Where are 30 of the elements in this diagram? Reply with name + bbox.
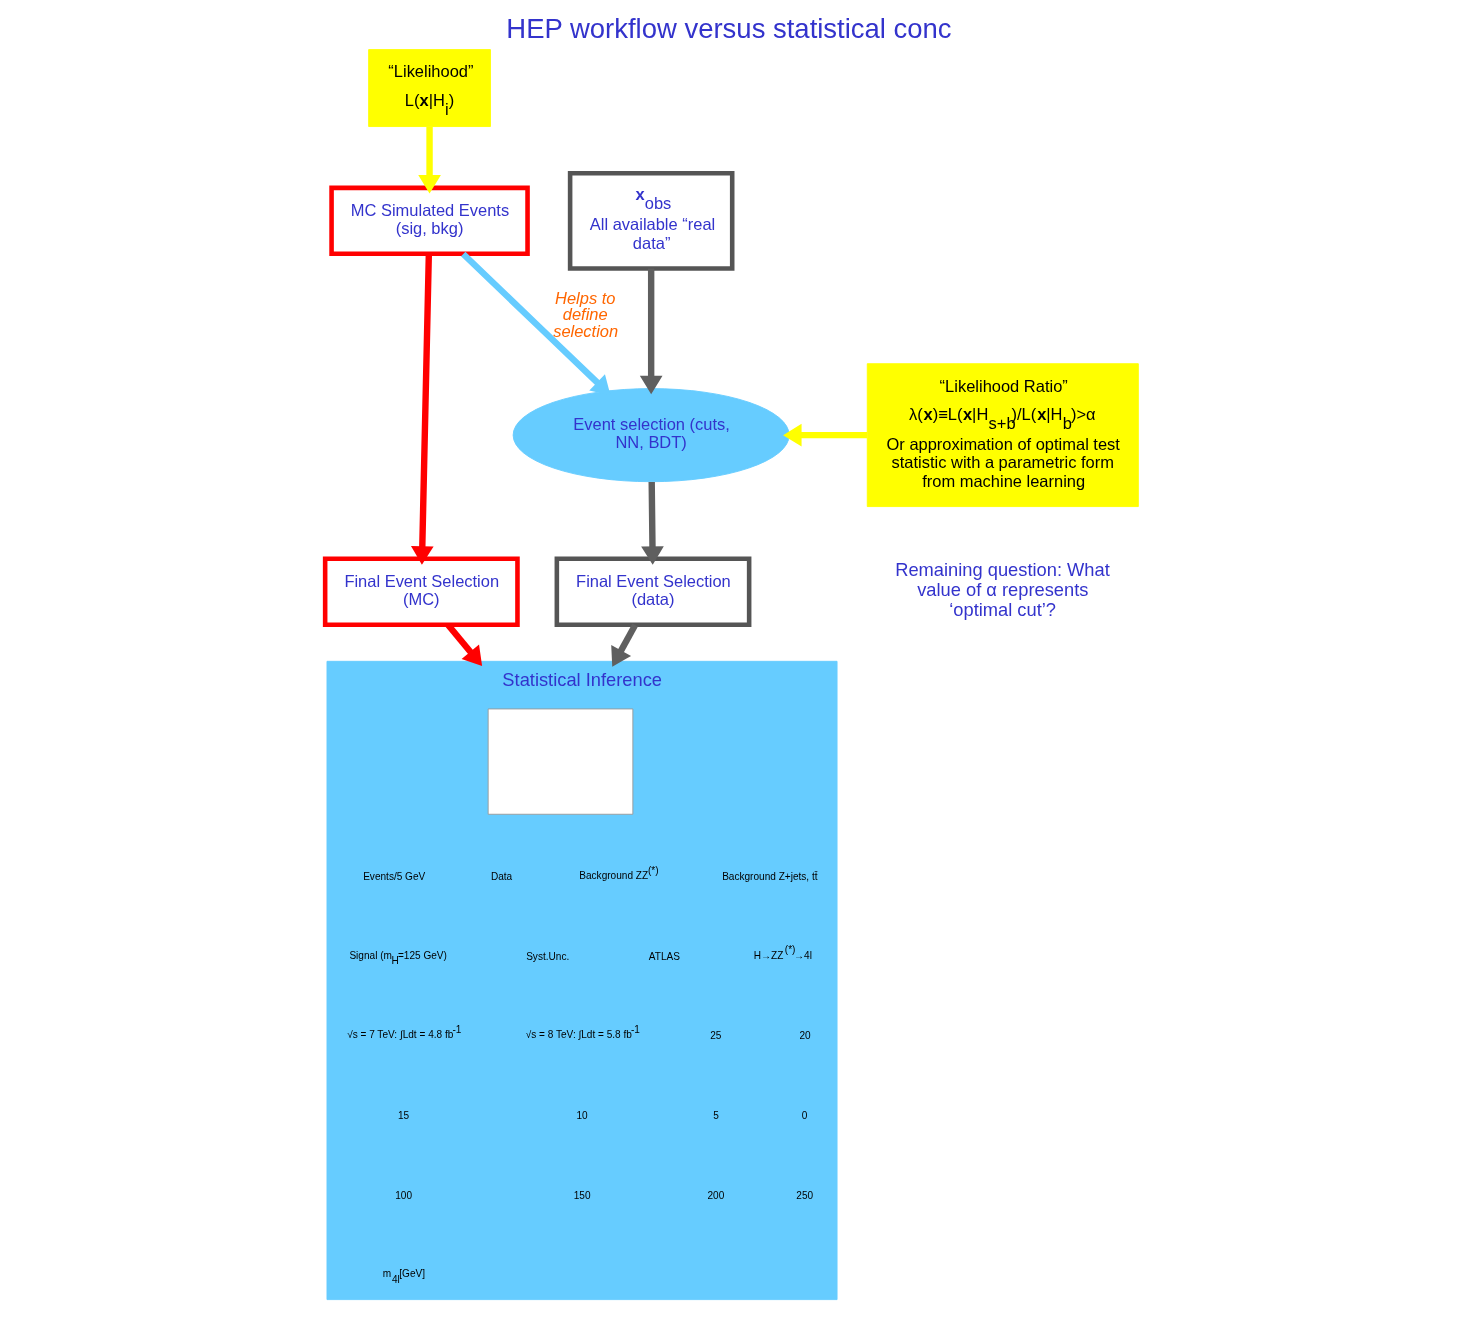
label: 10 (576, 1110, 588, 1122)
arrow (782, 423, 867, 447)
node-box: Final Event Selection (data) (554, 556, 751, 627)
label: Remaining question: What value of α represents ‘optimal cut’? (894, 559, 1110, 621)
arrow (639, 268, 662, 395)
label: 25 (709, 1030, 721, 1042)
node-box: Final Event Selection (MC) (322, 556, 520, 627)
label: 150 (573, 1189, 591, 1201)
node-box: MC Simulated Events (sig, bkg) (328, 185, 530, 257)
label: Syst.Unc. (525, 950, 569, 962)
label: Background Z+jets, tt̄ (721, 871, 818, 883)
arrow (417, 126, 441, 194)
label: Data (490, 871, 512, 883)
arrow (460, 251, 610, 396)
node-box (487, 708, 633, 815)
label: Events/5 GeV (362, 871, 425, 883)
label: 100 (394, 1189, 412, 1201)
label: 0 (801, 1110, 807, 1122)
arrow (610, 623, 638, 667)
label: 15 (397, 1110, 409, 1122)
label: 20 (798, 1030, 811, 1042)
arrow (410, 253, 434, 565)
edge-label: Helps to define selection (552, 288, 618, 340)
label: ATLAS (648, 950, 680, 962)
arrow (640, 482, 664, 565)
diagram-title: HEP workflow versus statistical conc (505, 12, 952, 44)
node-ellipse: Event selection (cuts, NN, BDT) (512, 388, 790, 483)
label: 250 (795, 1189, 813, 1201)
label: 5 (712, 1110, 719, 1122)
label: 200 (706, 1189, 724, 1201)
